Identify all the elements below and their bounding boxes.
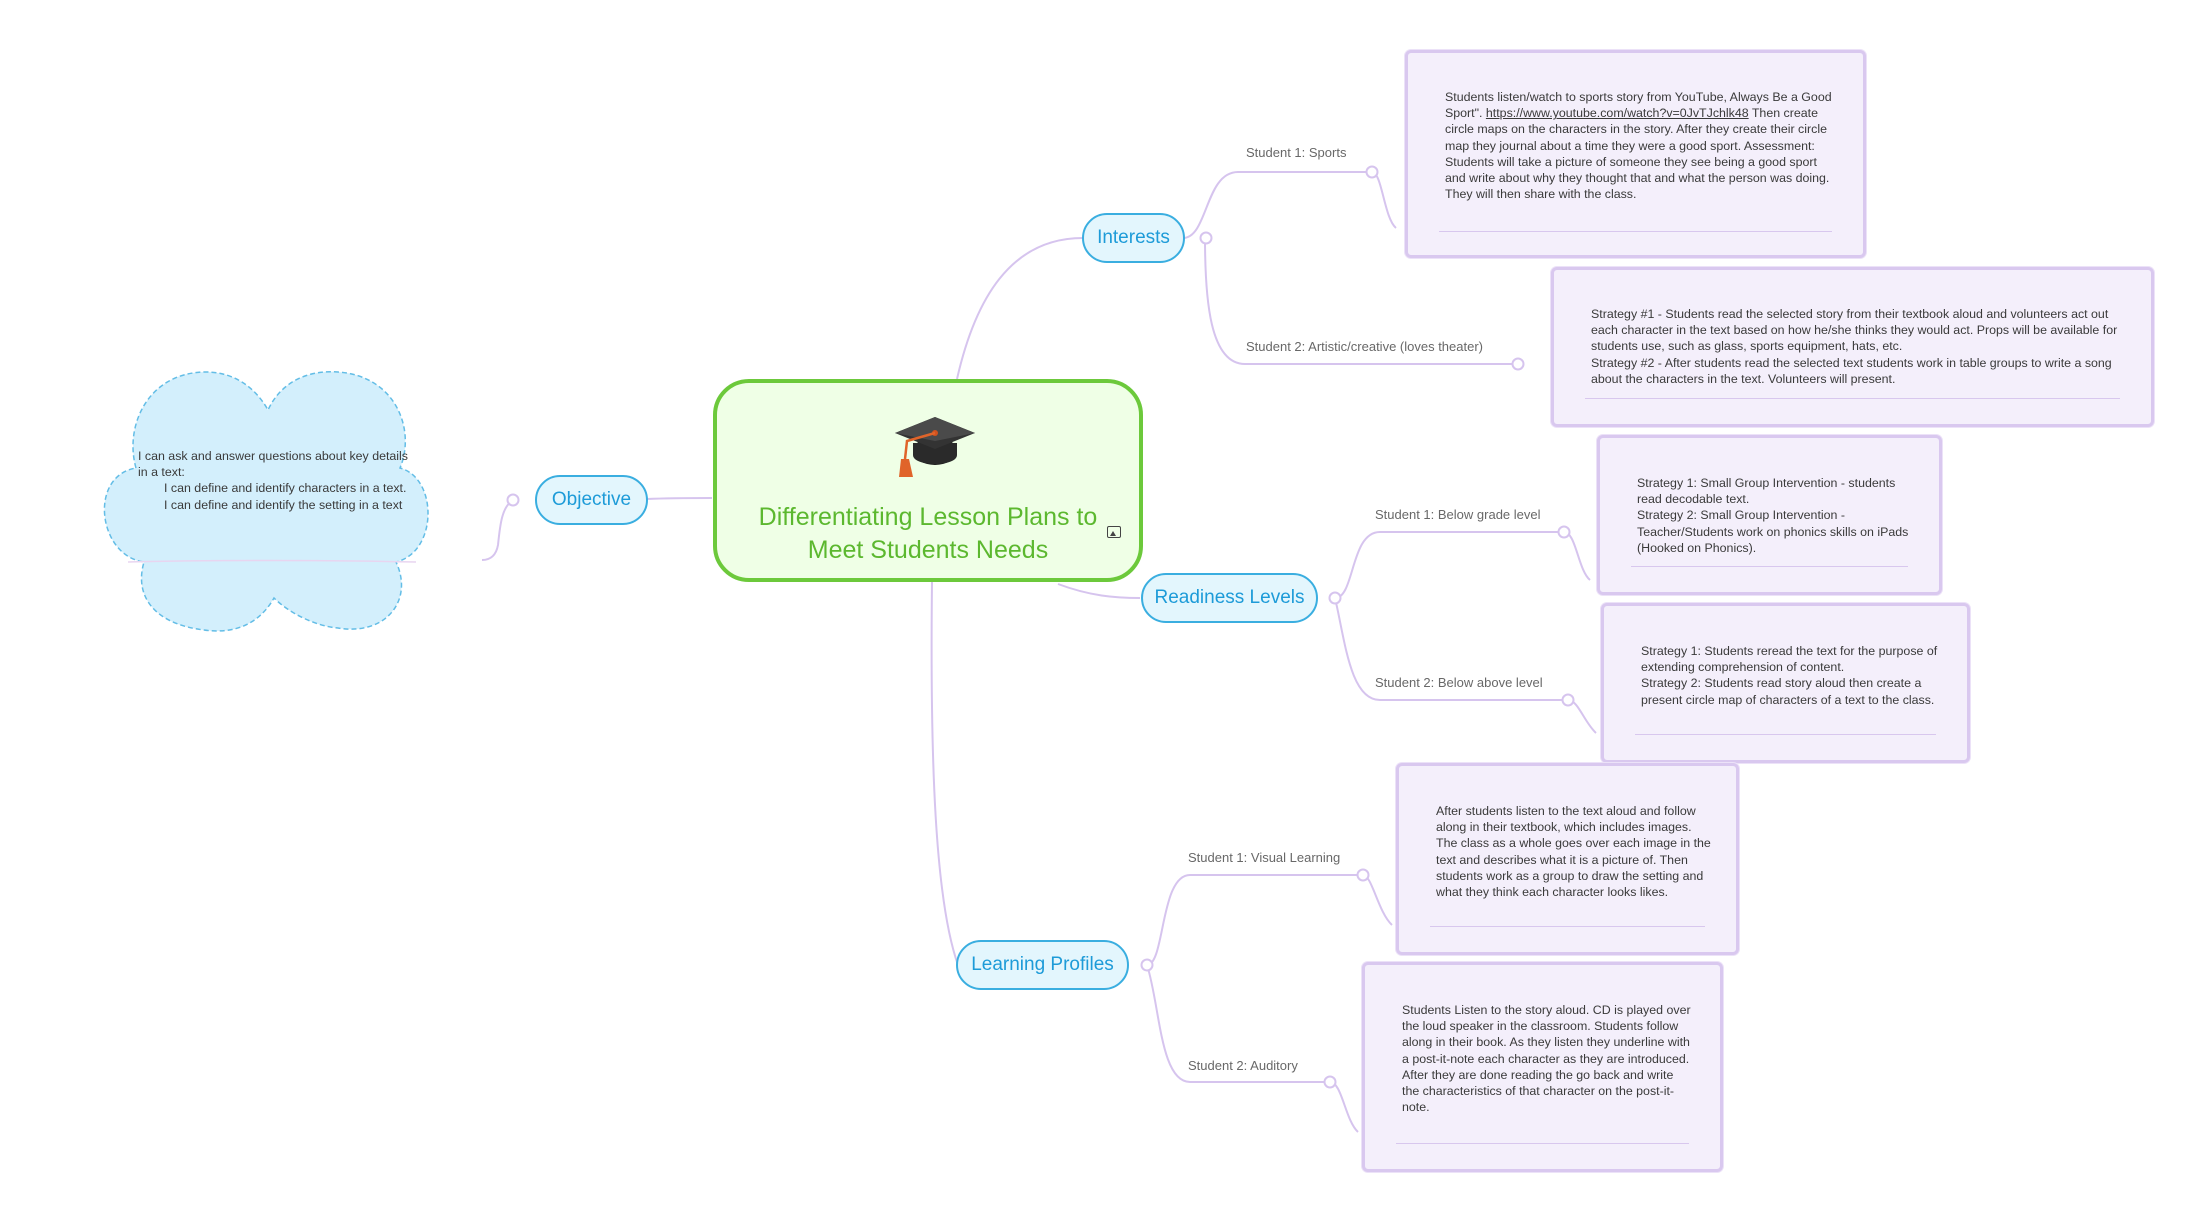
objective-cloud-text: I can ask and answer questions about key… bbox=[138, 448, 408, 513]
topic-readiness-levels[interactable]: Readiness Levels bbox=[1141, 573, 1318, 623]
profiles-student-1-label[interactable]: Student 1: Visual Learning bbox=[1188, 850, 1341, 865]
profiles-student-2-note-text: Students Listen to the story aloud. CD i… bbox=[1402, 1003, 1691, 1115]
youtube-link[interactable]: https://www.youtube.com/watch?v=0JvTJchl… bbox=[1485, 106, 1749, 121]
topic-interests[interactable]: Interests bbox=[1082, 213, 1185, 263]
readiness-student-2-note[interactable]: Strategy 1: Students reread the text for… bbox=[1601, 603, 1970, 763]
note-underline bbox=[1635, 734, 1936, 735]
connector-endpoints bbox=[506, 165, 1575, 1089]
profiles-student-2-label[interactable]: Student 2: Auditory bbox=[1188, 1058, 1298, 1073]
interests-student-1-note[interactable]: Students listen/watch to sports story fr… bbox=[1405, 50, 1866, 258]
note-underline bbox=[1396, 1143, 1689, 1144]
objective-line-3: I can define and identify the setting in… bbox=[164, 497, 403, 512]
profiles-student-1-note[interactable]: After students listen to the text aloud … bbox=[1396, 763, 1739, 955]
note-text-end: Then create circle maps on the character… bbox=[1445, 106, 1830, 202]
interests-student-2-label[interactable]: Student 2: Artistic/creative (loves thea… bbox=[1246, 339, 1483, 354]
interests-student-1-note-text: Students listen/watch to sports story fr… bbox=[1445, 89, 1835, 202]
interests-student-2-note[interactable]: Strategy #1 - Students read the selected… bbox=[1551, 267, 2154, 427]
graduation-cap-icon bbox=[895, 417, 975, 477]
interests-student-2-note-text: Strategy #1 - Students read the selected… bbox=[1591, 307, 2118, 386]
readiness-student-1-note-text: Strategy 1: Small Group Intervention - s… bbox=[1637, 476, 1909, 555]
readiness-student-1-label[interactable]: Student 1: Below grade level bbox=[1375, 507, 1541, 522]
note-text-start: Students listen/watch to sports story fr… bbox=[1445, 90, 1832, 121]
topic-objective[interactable]: Objective bbox=[535, 475, 648, 525]
note-underline bbox=[1585, 398, 2120, 399]
note-underline bbox=[1430, 926, 1705, 927]
readiness-student-1-note[interactable]: Strategy 1: Small Group Intervention - s… bbox=[1597, 435, 1942, 595]
interests-student-1-label[interactable]: Student 1: Sports bbox=[1246, 145, 1347, 160]
profiles-student-2-note[interactable]: Students Listen to the story aloud. CD i… bbox=[1362, 962, 1723, 1172]
readiness-student-2-label[interactable]: Student 2: Below above level bbox=[1375, 675, 1543, 690]
readiness-student-2-note-text: Strategy 1: Students reread the text for… bbox=[1641, 644, 1938, 707]
note-underline bbox=[1439, 231, 1832, 232]
objective-line-2: I can define and identify characters in … bbox=[164, 481, 407, 496]
note-underline bbox=[1631, 566, 1908, 567]
profiles-student-1-note-text: After students listen to the text aloud … bbox=[1436, 804, 1711, 900]
central-topic[interactable]: Differentiating Lesson Plans to Meet Stu… bbox=[713, 379, 1143, 582]
connector-lines bbox=[481, 171, 1597, 1133]
objective-cloud-shape bbox=[103, 371, 429, 632]
central-title: Differentiating Lesson Plans to Meet Stu… bbox=[758, 503, 1098, 564]
objective-line-1: I can ask and answer questions about key… bbox=[138, 449, 409, 480]
image-icon[interactable] bbox=[1107, 526, 1121, 538]
topic-learning-profiles[interactable]: Learning Profiles bbox=[956, 940, 1129, 990]
